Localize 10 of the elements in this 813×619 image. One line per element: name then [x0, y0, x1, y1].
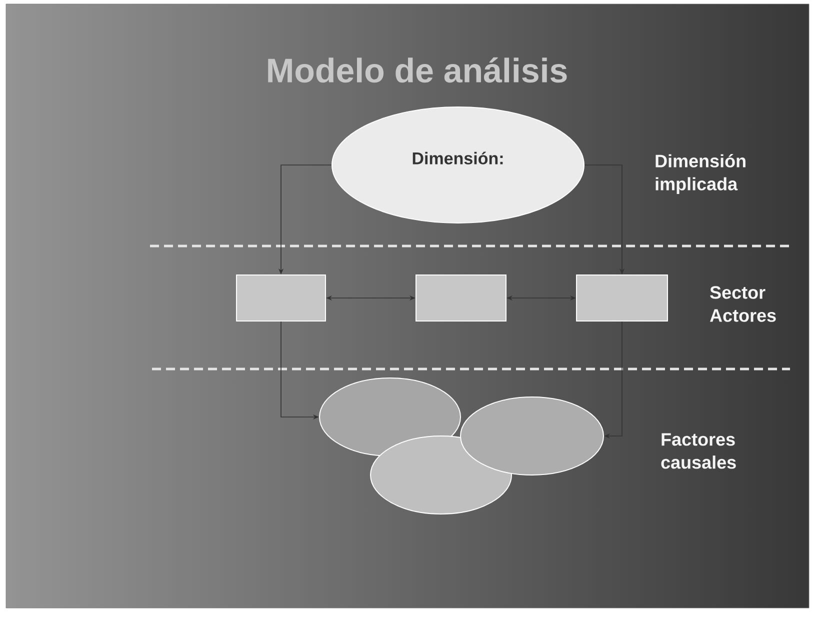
ellipse: [460, 396, 604, 476]
section-label: Sector Actores: [710, 286, 776, 322]
box: [576, 274, 668, 322]
title: Modelo de análisis: [268, 57, 567, 83]
ellipse: [370, 436, 512, 514]
section-label: Dimensión implicada: [656, 154, 746, 194]
ellipse: [319, 378, 461, 456]
box: [236, 274, 326, 322]
box: [416, 274, 506, 322]
section-label: Factores causales: [661, 433, 736, 469]
